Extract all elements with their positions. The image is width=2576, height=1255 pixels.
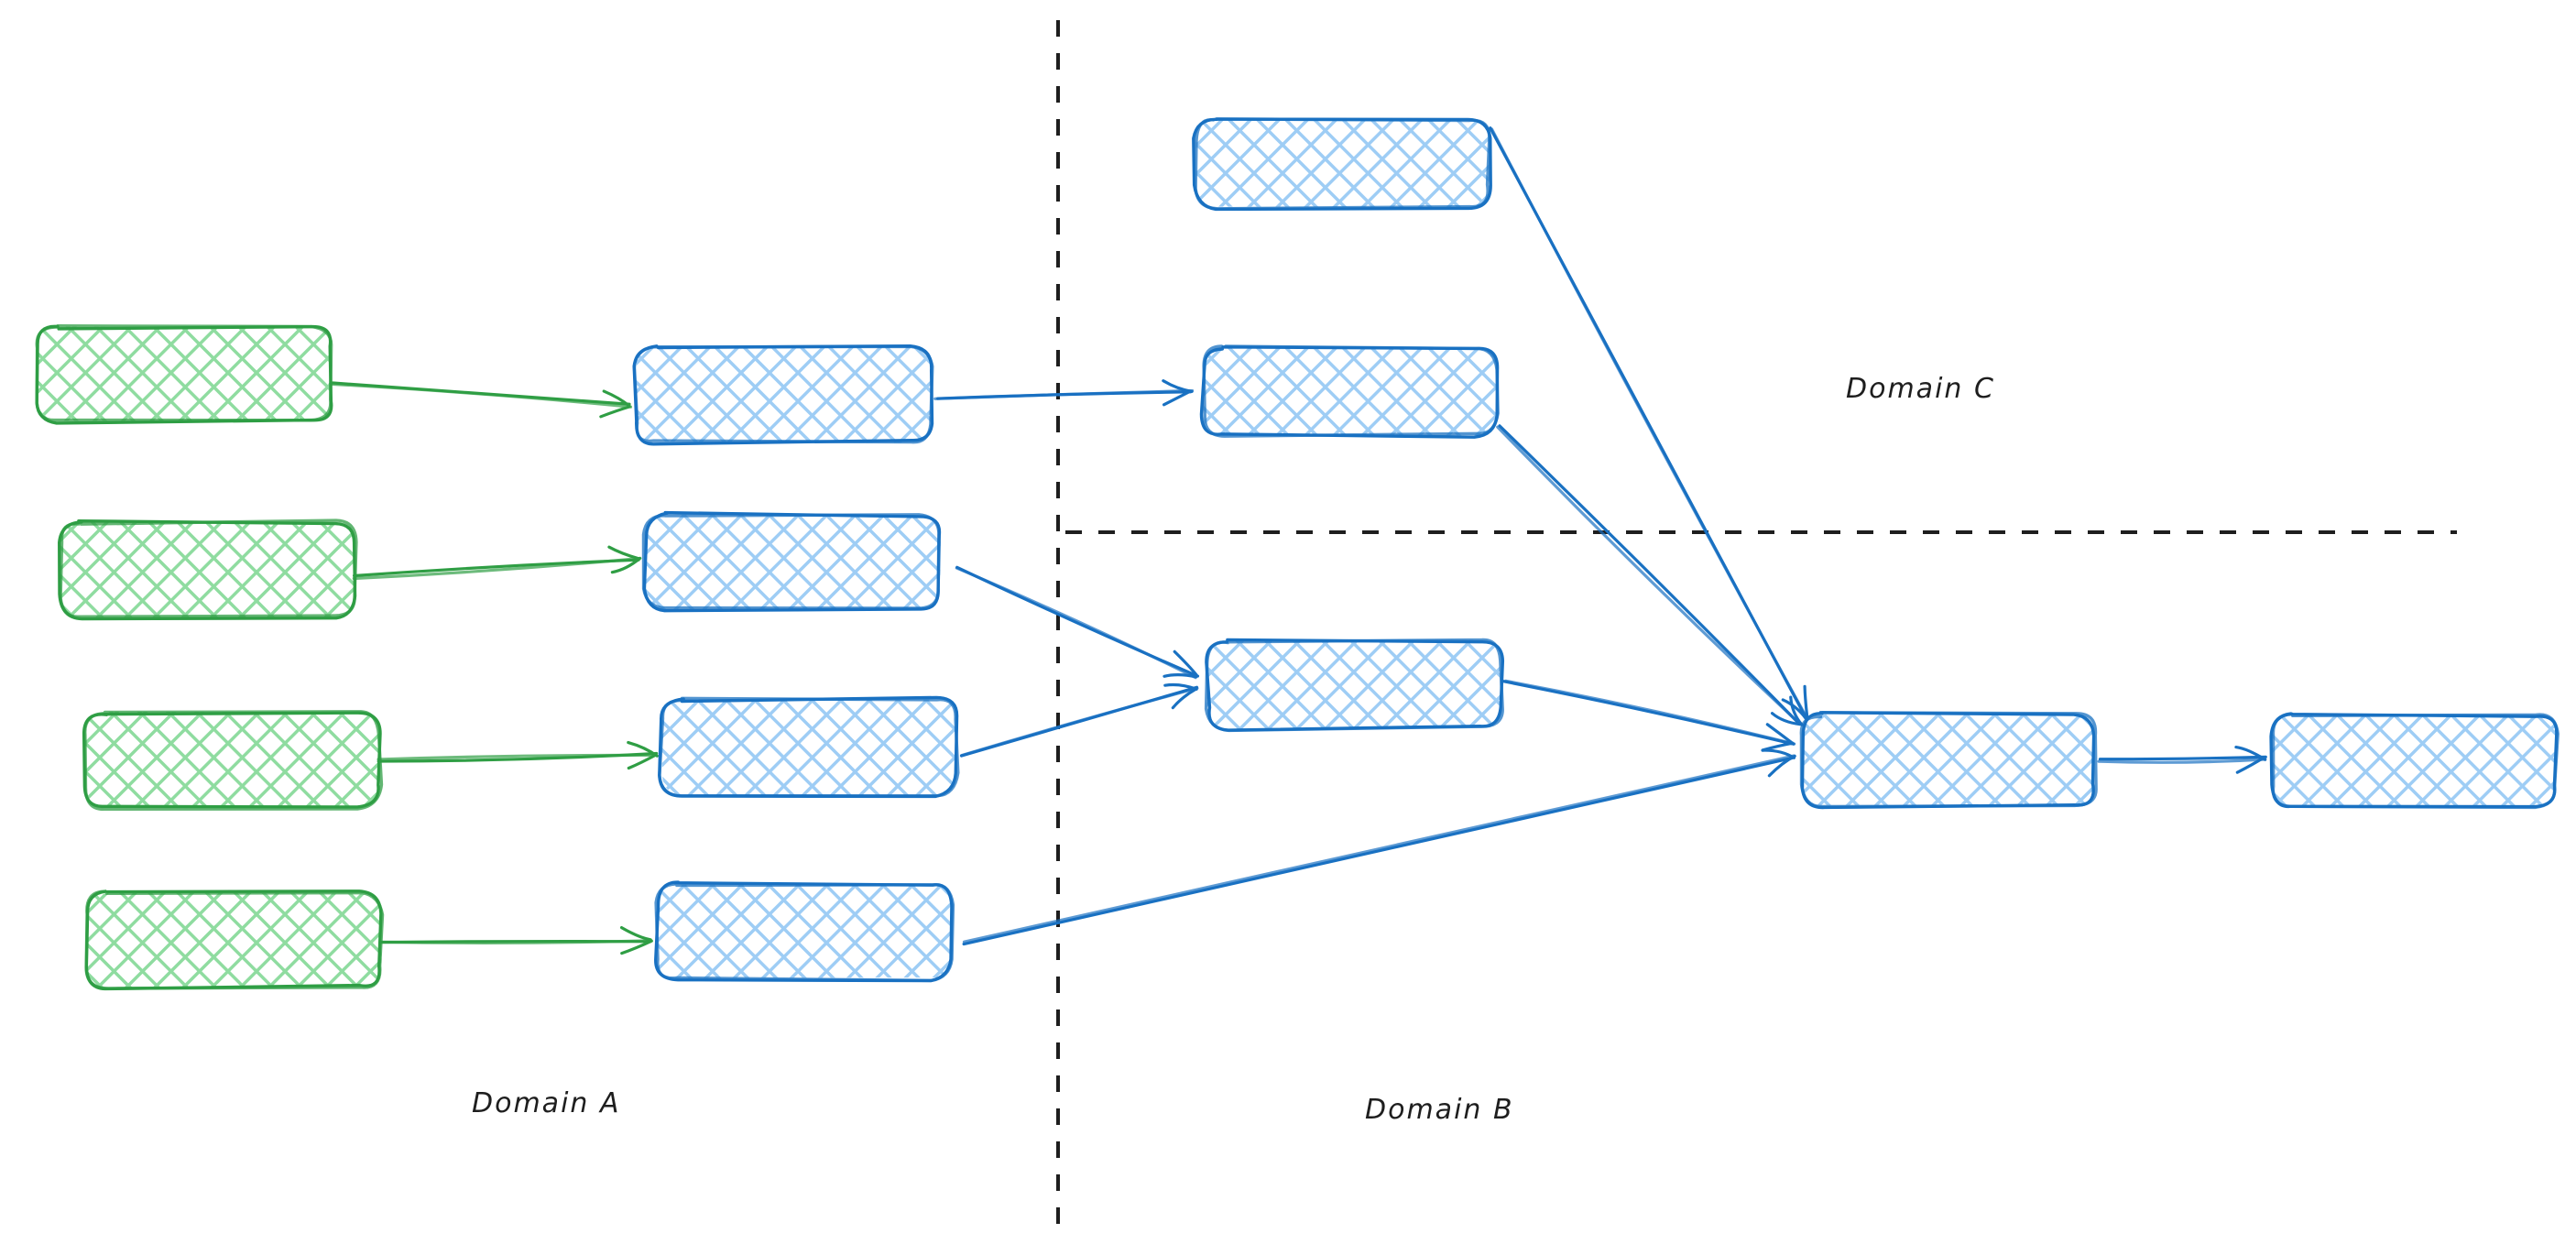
edge-line <box>962 754 1796 944</box>
domain-b-label: Domain B <box>1365 1094 1514 1126</box>
edge-line <box>955 566 1197 680</box>
edge-e-d1-d2 <box>2097 745 2267 774</box>
arrowhead-stroke <box>607 545 640 561</box>
arrowhead-stroke <box>599 405 631 419</box>
node-outline <box>35 324 333 422</box>
edge-line <box>1496 425 1802 726</box>
node-fill <box>1801 714 2095 806</box>
edge-e-a2-b2 <box>352 545 642 581</box>
edge-line <box>377 753 658 761</box>
edge-line <box>1490 127 1808 719</box>
domain-c-label: Domain C <box>1846 373 1995 405</box>
edge-e-c1-d1 <box>1489 126 1809 721</box>
arrowhead-stroke <box>1803 684 1809 721</box>
edge-e-b4-d1 <box>962 748 1796 946</box>
arrowhead-stroke <box>2235 756 2265 774</box>
node-outline <box>84 889 385 990</box>
node-fill <box>2272 715 2557 808</box>
edge-e-c2-d1 <box>1496 424 1804 726</box>
node-outline <box>1799 711 2098 809</box>
edge-e-b2-c3 <box>955 565 1200 680</box>
edge-line <box>380 939 652 944</box>
node-fill <box>60 521 356 617</box>
arrowhead-stroke <box>619 926 652 942</box>
arrowhead-stroke <box>1781 698 1807 720</box>
node-fill <box>636 346 933 443</box>
node-outline <box>1204 638 1504 733</box>
edge-e-c3-d1 <box>1501 679 1796 752</box>
edge-line <box>352 557 641 581</box>
arrowhead-stroke <box>602 389 631 408</box>
edge-line <box>1503 679 1796 746</box>
node-outline <box>83 710 384 812</box>
node-outline <box>658 696 960 798</box>
edge-line <box>1498 424 1801 726</box>
node-fill <box>1204 346 1497 436</box>
node-c1[interactable] <box>1192 117 1492 212</box>
node-a2[interactable] <box>58 518 358 621</box>
arrowhead-stroke <box>610 556 642 574</box>
node-d2[interactable] <box>2269 712 2560 810</box>
node-a1[interactable] <box>35 324 333 425</box>
edge-line <box>328 382 633 409</box>
edge-e-b1-c2 <box>933 379 1195 407</box>
edge-line <box>960 686 1199 758</box>
node-fill <box>1195 120 1490 208</box>
edge-e-b3-c3 <box>959 682 1199 758</box>
edge-e-a1-b1 <box>328 381 633 419</box>
node-fill <box>644 514 941 610</box>
node-fill <box>36 326 333 421</box>
node-d1[interactable] <box>1799 711 2098 810</box>
node-layer <box>35 117 2560 991</box>
node-a4[interactable] <box>84 889 385 991</box>
node-b1[interactable] <box>632 344 934 446</box>
node-outline <box>632 344 934 444</box>
arrowhead-stroke <box>1162 389 1192 407</box>
edge-line <box>2098 755 2267 761</box>
node-fill <box>83 711 380 807</box>
edge-e-a3-b3 <box>377 740 659 770</box>
arrowhead-stroke <box>1162 673 1198 679</box>
edge-line <box>1501 680 1794 746</box>
node-c2[interactable] <box>1199 344 1500 439</box>
node-outline <box>654 882 955 983</box>
domain-a-label: Domain A <box>472 1087 621 1119</box>
arrowhead-stroke <box>1767 754 1796 778</box>
node-outline <box>1202 344 1500 438</box>
edge-line <box>2097 758 2265 764</box>
edge-layer <box>328 126 2267 955</box>
arrowhead-stroke <box>1761 741 1795 752</box>
arrowhead-stroke <box>627 753 658 770</box>
node-a3[interactable] <box>82 710 384 812</box>
arrowhead-stroke <box>1163 682 1198 691</box>
arrowhead-stroke <box>1173 649 1198 677</box>
node-c3[interactable] <box>1204 638 1505 733</box>
node-fill <box>655 883 952 978</box>
edge-line <box>933 388 1195 400</box>
arrowhead-stroke <box>620 939 653 955</box>
edge-line <box>962 756 1795 946</box>
arrowhead-stroke <box>1770 712 1802 726</box>
node-outline <box>641 513 941 610</box>
node-outline <box>2271 712 2560 810</box>
node-b2[interactable] <box>641 510 942 613</box>
node-b3[interactable] <box>658 695 960 799</box>
node-outline <box>1194 117 1491 211</box>
node-fill <box>660 699 957 795</box>
arrowhead-stroke <box>1789 695 1804 726</box>
node-b4[interactable] <box>654 880 955 983</box>
arrowhead-stroke <box>1761 748 1796 759</box>
edge-e-a4-b4 <box>378 926 653 955</box>
node-fill <box>1206 639 1501 729</box>
divider-layer <box>1056 20 2457 1239</box>
node-outline <box>59 518 358 618</box>
node-fill <box>85 892 382 988</box>
arrowhead-stroke <box>1171 687 1198 710</box>
